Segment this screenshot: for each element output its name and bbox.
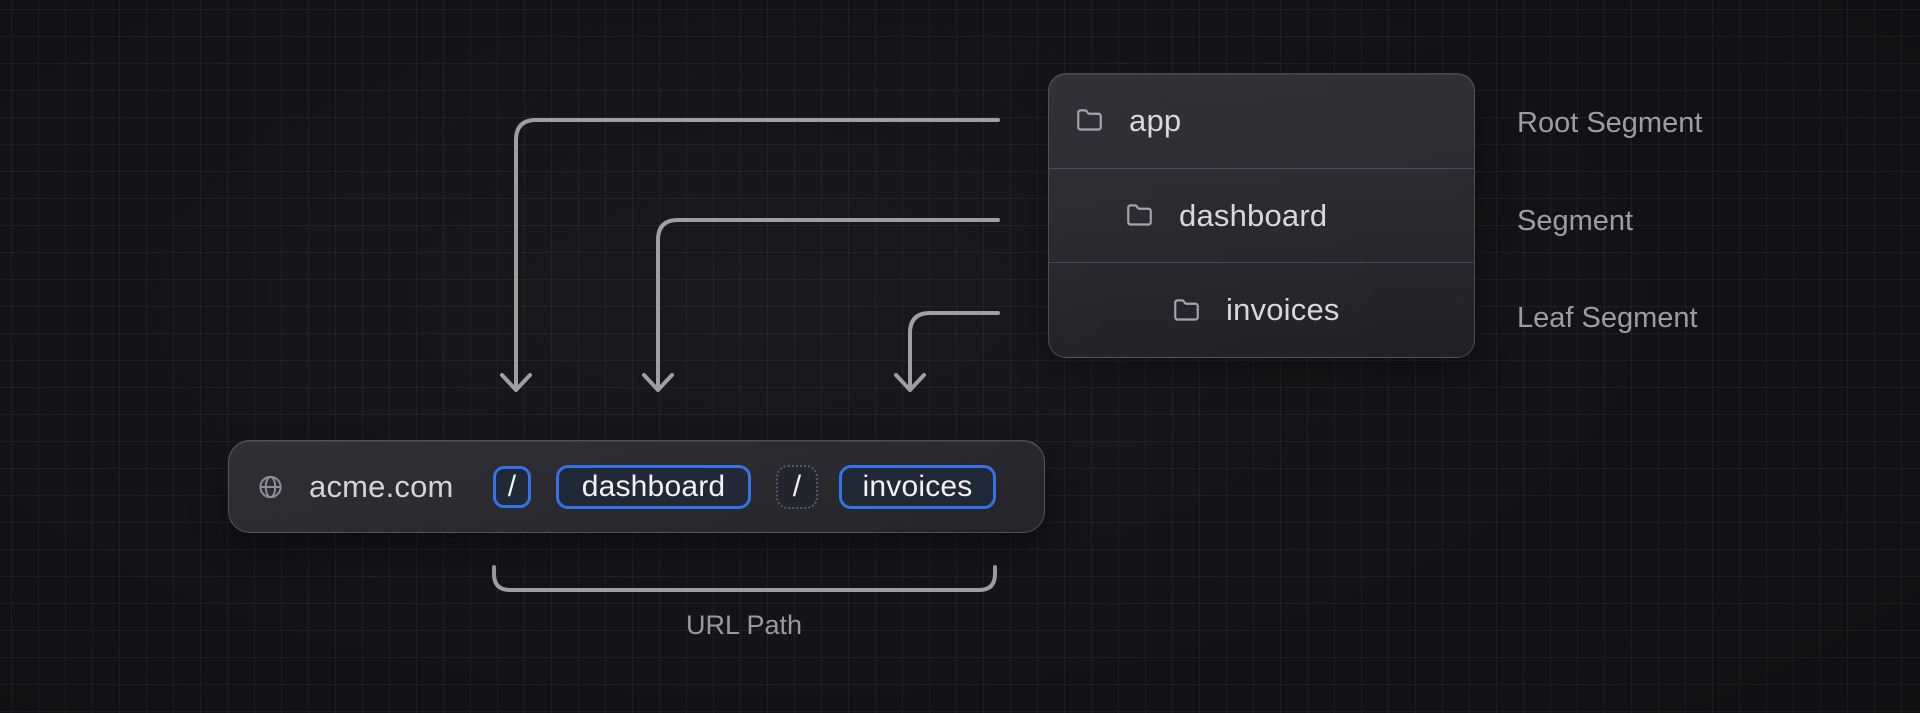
folder-label-invoices: invoices — [1226, 292, 1340, 328]
annotation-leaf-segment: Leaf Segment — [1517, 302, 1698, 334]
url-segment-chip-dashboard: dashboard — [556, 464, 751, 509]
segments-panel: app dashboard invoices — [1048, 73, 1475, 358]
folder-row-app: app — [1049, 74, 1474, 168]
folder-row-invoices: invoices — [1049, 262, 1474, 357]
url-segment-chip-slash-2: / — [776, 464, 818, 509]
url-bar: acme.com / dashboard / invoices — [228, 440, 1045, 533]
annotation-segment: Segment — [1517, 205, 1634, 237]
annotation-root-segment: Root Segment — [1517, 107, 1703, 139]
url-segment-chip-invoices: invoices — [839, 464, 996, 509]
url-path-label: URL Path — [685, 610, 803, 640]
url-domain: acme.com — [309, 468, 454, 504]
folder-icon — [1173, 297, 1200, 324]
folder-icon — [1126, 202, 1153, 229]
url-segment-chip-slash-1: / — [493, 465, 531, 508]
folder-icon — [1076, 107, 1103, 134]
globe-icon — [257, 473, 284, 500]
folder-label-dashboard: dashboard — [1179, 197, 1328, 233]
folder-row-dashboard: dashboard — [1049, 167, 1474, 263]
folder-label-app: app — [1129, 102, 1182, 138]
